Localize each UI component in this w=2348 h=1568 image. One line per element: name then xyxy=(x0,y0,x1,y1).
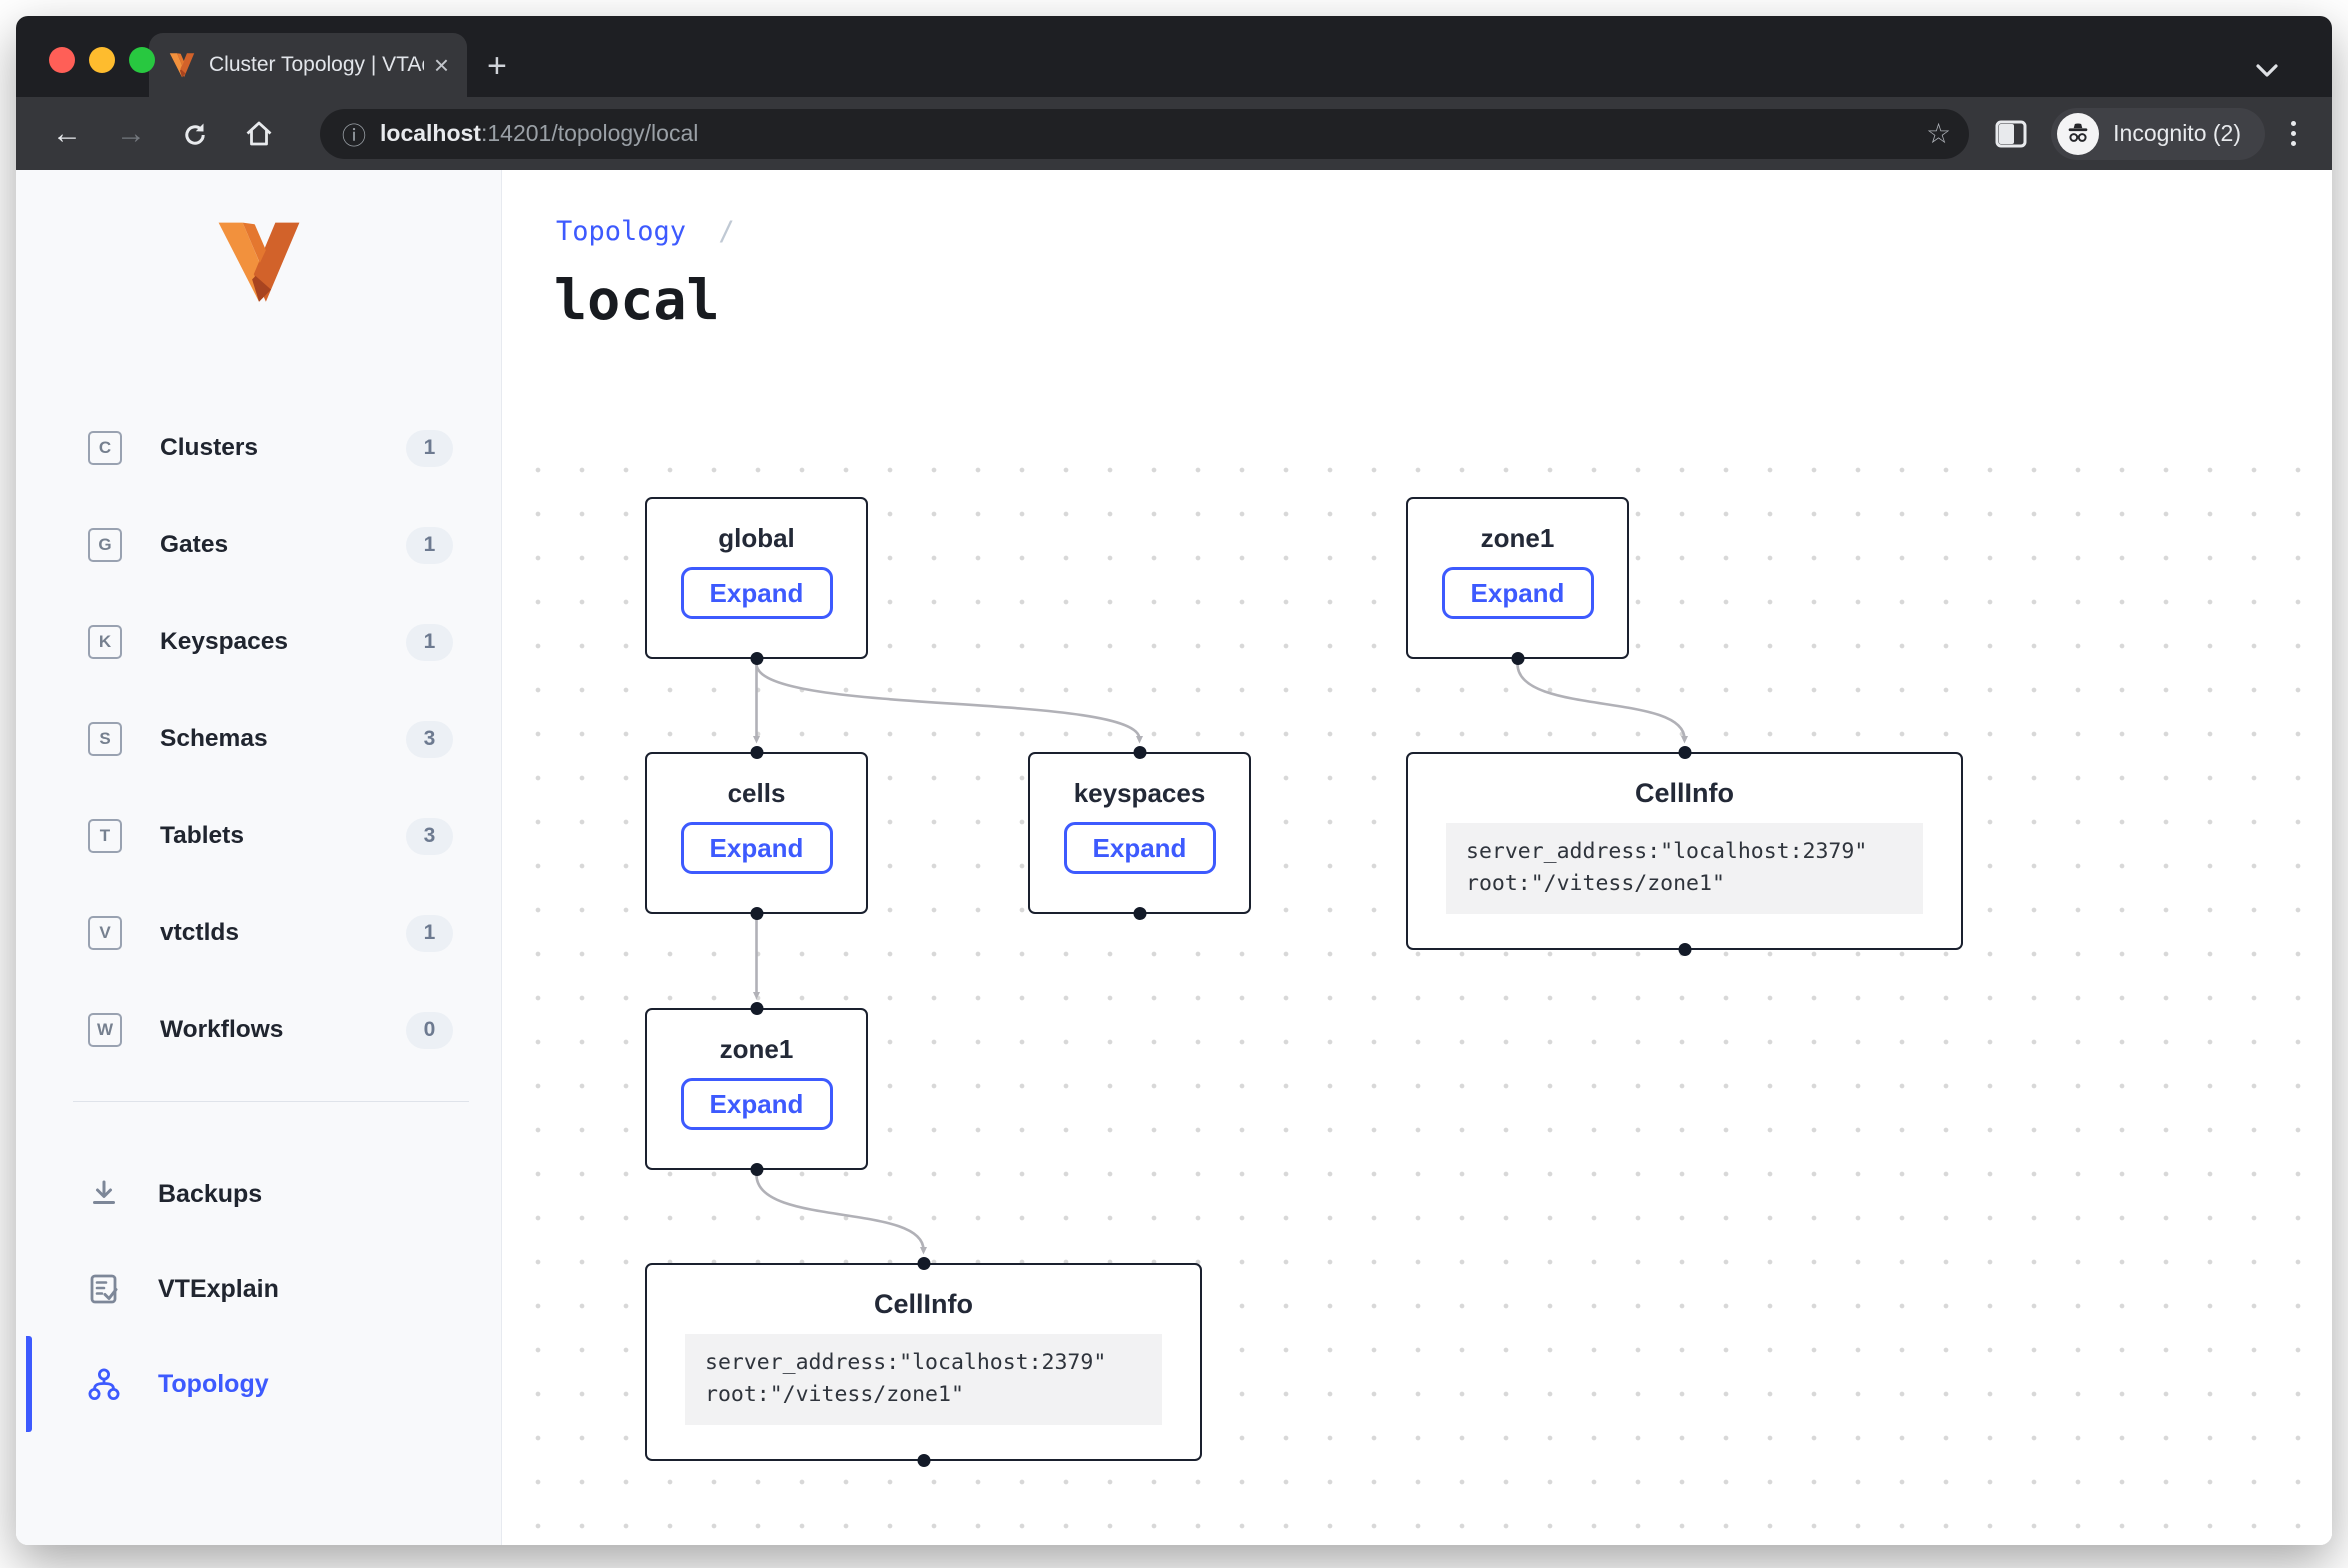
address-bar[interactable]: ⓘ localhost:14201/topology/local ☆ xyxy=(320,108,1970,159)
schemas-icon: S xyxy=(88,722,122,756)
incognito-avatar xyxy=(2057,112,2100,155)
sidebar: C Clusters 1 G Gates 1 K Keyspaces 1 S S… xyxy=(16,170,502,1545)
url-host: localhost xyxy=(380,120,481,146)
sidebar-item-schemas[interactable]: S Schemas 3 xyxy=(16,713,501,765)
keyspaces-icon: K xyxy=(88,625,122,659)
close-tab-icon[interactable]: × xyxy=(433,50,449,80)
browser-toolbar: ← → ⓘ localhost:14201/topology/local ☆ xyxy=(16,97,2332,170)
sidebar-nav: C Clusters 1 G Gates 1 K Keyspaces 1 S S… xyxy=(16,422,501,1056)
connection-handle xyxy=(750,907,763,920)
topology-icon xyxy=(88,1368,120,1400)
breadcrumb: Topology / xyxy=(556,216,735,247)
connection-handle xyxy=(750,1163,763,1176)
page-content: C Clusters 1 G Gates 1 K Keyspaces 1 S S… xyxy=(16,170,2332,1545)
incognito-label: Incognito (2) xyxy=(2113,120,2241,146)
vtctlds-count-badge: 1 xyxy=(406,914,453,952)
sidebar-tools: Backups VTExplain xyxy=(16,1168,501,1432)
side-panel-icon[interactable] xyxy=(1995,120,2027,148)
reload-icon[interactable] xyxy=(178,118,212,152)
forward-icon[interactable]: → xyxy=(116,116,146,150)
browser-menu-icon[interactable] xyxy=(2291,121,2296,146)
sidebar-item-workflows[interactable]: W Workflows 0 xyxy=(16,1004,501,1056)
tablets-count-badge: 3 xyxy=(406,817,453,855)
clusters-count-badge: 1 xyxy=(406,429,453,467)
sidebar-item-vtexplain[interactable]: VTExplain xyxy=(16,1263,501,1315)
minimize-window-button[interactable] xyxy=(89,47,115,73)
gates-count-badge: 1 xyxy=(406,526,453,564)
close-window-button[interactable] xyxy=(49,47,75,73)
expand-zone1-top-button[interactable]: Expand xyxy=(1441,567,1594,619)
backups-icon xyxy=(93,1180,115,1204)
connection-handle xyxy=(1133,907,1146,920)
site-info-icon[interactable]: ⓘ xyxy=(342,123,366,150)
cellinfo-code: server_address:"localhost:2379" root:"/v… xyxy=(685,1334,1162,1425)
tab-strip: Cluster Topology | VTAdmin × + xyxy=(16,16,2332,97)
vtctlds-icon: V xyxy=(88,916,122,950)
clusters-icon: C xyxy=(88,431,122,465)
url-path: :14201/topology/local xyxy=(480,120,699,146)
back-icon[interactable]: ← xyxy=(52,116,82,150)
expand-zone1-bottom-button[interactable]: Expand xyxy=(680,1078,833,1130)
sidebar-item-topology[interactable]: Topology xyxy=(16,1336,501,1432)
main-panel: Topology / local xyxy=(502,170,2332,1545)
connection-handle xyxy=(917,1257,930,1270)
vitess-favicon-icon xyxy=(169,52,195,77)
workflows-icon: W xyxy=(88,1013,122,1047)
connection-handle xyxy=(1511,652,1524,665)
browser-tab[interactable]: Cluster Topology | VTAdmin × xyxy=(149,33,467,97)
schemas-count-badge: 3 xyxy=(406,720,453,758)
topology-canvas[interactable]: global Expand zone1 Expand cells Expand xyxy=(502,440,2332,1545)
sidebar-item-vtctlds[interactable]: V vtctlds 1 xyxy=(16,907,501,959)
node-keyspaces[interactable]: keyspaces Expand xyxy=(1028,746,1251,920)
connection-handle xyxy=(1133,746,1146,759)
node-zone1-top[interactable]: zone1 Expand xyxy=(1406,497,1629,665)
vtexplain-icon xyxy=(90,1274,118,1304)
expand-cells-button[interactable]: Expand xyxy=(680,822,833,874)
sidebar-item-keyspaces[interactable]: K Keyspaces 1 xyxy=(16,616,501,668)
node-zone1-bottom[interactable]: zone1 Expand xyxy=(645,1002,868,1176)
bookmark-star-icon[interactable]: ☆ xyxy=(1926,118,1952,149)
node-cellinfo-right[interactable]: CellInfo server_address:"localhost:2379"… xyxy=(1406,746,1963,956)
breadcrumb-topology-link[interactable]: Topology xyxy=(556,216,687,247)
connection-handle xyxy=(917,1454,930,1467)
url-text: localhost:14201/topology/local xyxy=(380,120,698,147)
connection-handle xyxy=(1678,746,1691,759)
sidebar-divider xyxy=(73,1101,469,1102)
sidebar-item-backups[interactable]: Backups xyxy=(16,1168,501,1220)
new-tab-button[interactable]: + xyxy=(487,47,507,85)
page-title: local xyxy=(554,268,720,332)
vitess-logo xyxy=(218,222,299,302)
browser-window: Cluster Topology | VTAdmin × + ← → ⓘ loc… xyxy=(16,16,2332,1545)
node-cellinfo-bottom[interactable]: CellInfo server_address:"localhost:2379"… xyxy=(645,1257,1202,1467)
expand-global-button[interactable]: Expand xyxy=(680,567,833,619)
node-cells[interactable]: cells Expand xyxy=(645,746,868,920)
expand-keyspaces-button[interactable]: Expand xyxy=(1063,822,1216,874)
connection-handle xyxy=(750,746,763,759)
sidebar-item-gates[interactable]: G Gates 1 xyxy=(16,519,501,571)
sidebar-item-tablets[interactable]: T Tablets 3 xyxy=(16,810,501,862)
connection-handle xyxy=(750,1002,763,1015)
edge-zone1-cellinfo-bottom xyxy=(755,1174,927,1255)
home-icon[interactable] xyxy=(242,117,276,151)
zoom-window-button[interactable] xyxy=(129,47,155,73)
gates-icon: G xyxy=(88,528,122,562)
breadcrumb-separator: / xyxy=(718,216,735,247)
cellinfo-code: server_address:"localhost:2379" root:"/v… xyxy=(1446,823,1923,914)
connection-handle xyxy=(750,652,763,665)
incognito-icon xyxy=(2068,123,2088,142)
tablets-icon: T xyxy=(88,819,122,853)
connection-handle xyxy=(1678,943,1691,956)
tab-title: Cluster Topology | VTAdmin xyxy=(209,53,424,76)
incognito-badge[interactable]: Incognito (2) xyxy=(2051,107,2265,160)
topology-edges xyxy=(753,663,1688,1255)
edge-zone1-cellinfo-right xyxy=(1516,663,1688,744)
traffic-lights xyxy=(49,47,155,73)
tab-search-chevron-icon[interactable] xyxy=(2250,60,2284,82)
workflows-count-badge: 0 xyxy=(406,1011,453,1049)
node-global[interactable]: global Expand xyxy=(645,497,868,665)
edge-global-keyspaces xyxy=(755,663,1143,744)
keyspaces-count-badge: 1 xyxy=(406,623,453,661)
sidebar-item-clusters[interactable]: C Clusters 1 xyxy=(16,422,501,474)
